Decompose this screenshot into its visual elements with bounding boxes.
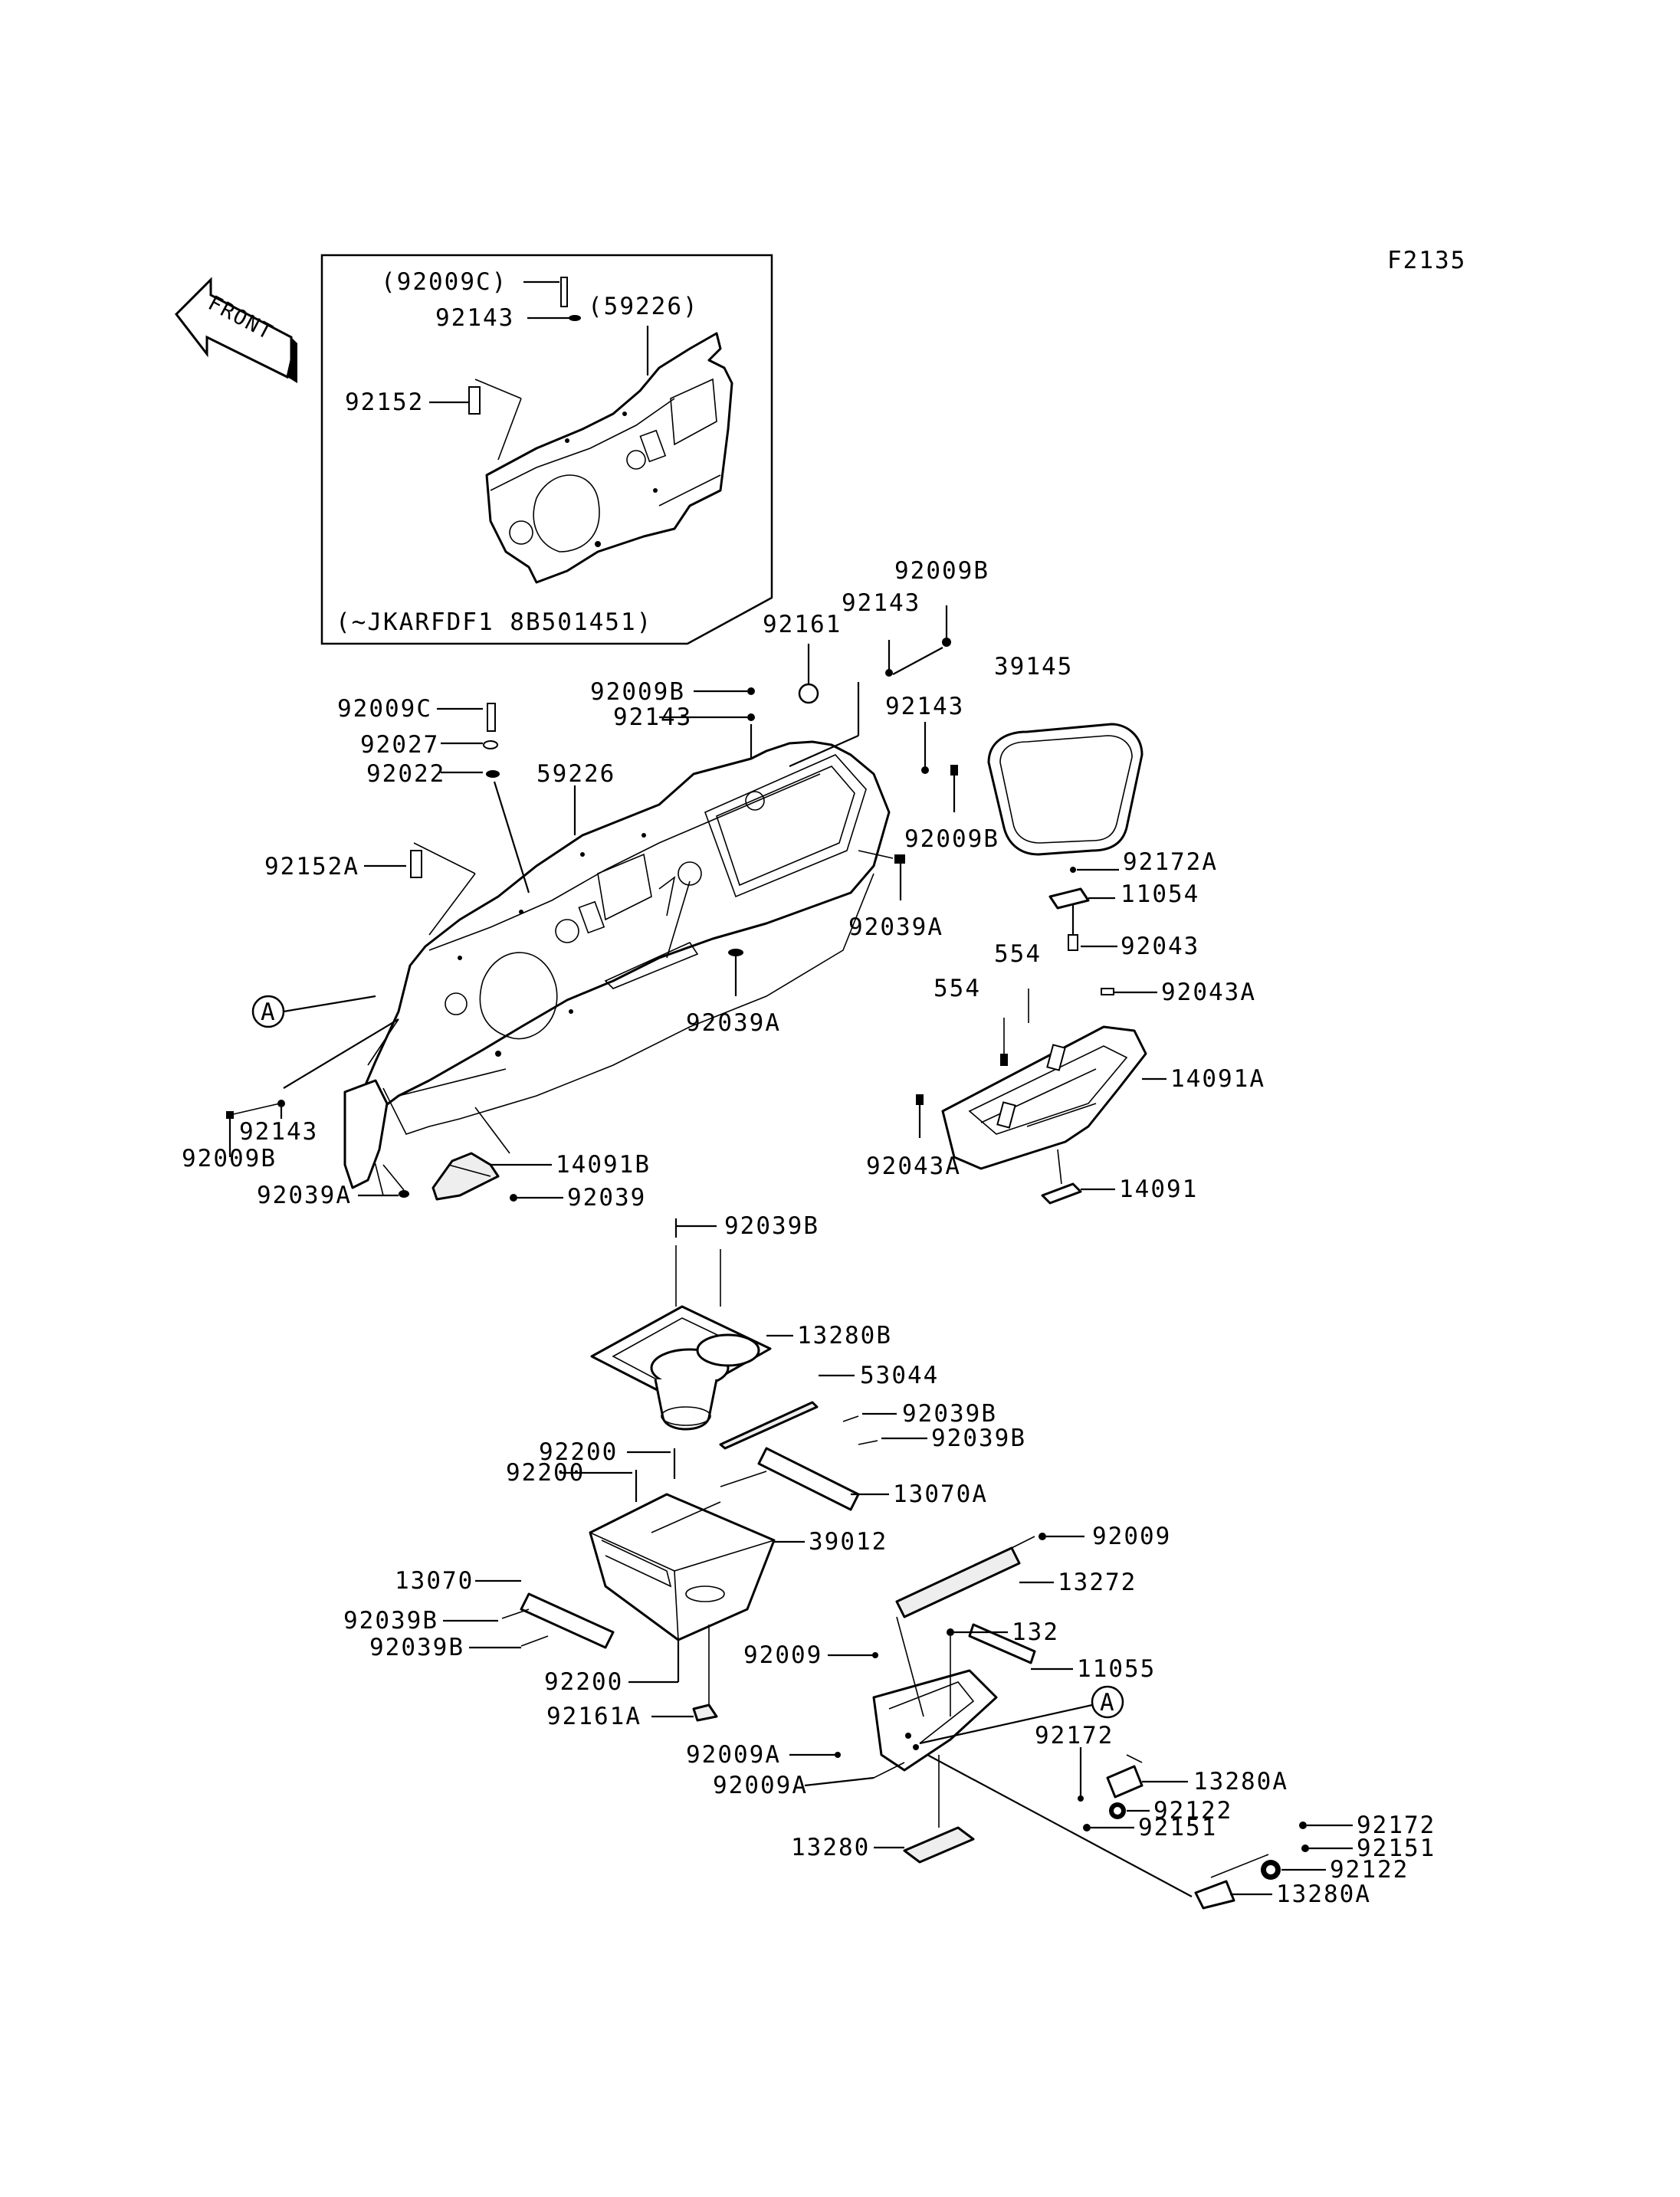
label-92009B: 92009B: [894, 557, 989, 585]
cup-holder: [590, 1305, 772, 1431]
label-92043A: 92043A: [866, 1153, 961, 1180]
label-11054: 11054: [1121, 880, 1199, 908]
label-39012: 39012: [809, 1528, 888, 1556]
inset-note: (~JKARFDF1 8B501451): [336, 608, 652, 636]
label-92161A: 92161A: [546, 1703, 641, 1730]
gasket-39145: [987, 723, 1144, 856]
lower-bracket: [872, 1623, 1036, 1772]
label-92039B: 92039B: [343, 1607, 438, 1635]
label-92009B: 92009B: [182, 1145, 277, 1172]
label-554: 554: [994, 940, 1042, 968]
label-554: 554: [934, 975, 981, 1002]
label-92200: 92200: [544, 1668, 623, 1696]
label-92043A: 92043A: [1161, 979, 1256, 1006]
label-92161: 92161: [763, 611, 842, 638]
label-92039B: 92039B: [724, 1212, 819, 1240]
label-92009A: 92009A: [686, 1741, 781, 1769]
label-92039A: 92039A: [686, 1009, 781, 1037]
label-13070: 13070: [395, 1567, 474, 1595]
label-92152: 92152: [345, 389, 424, 416]
label-13280B: 13280B: [797, 1322, 892, 1349]
callout-a-lower: A: [1091, 1685, 1124, 1719]
label-92039B: 92039B: [931, 1425, 1026, 1452]
label-92039B: 92039B: [902, 1400, 997, 1428]
part-labels: 92009B 92143 92161 39145 92009B 92143 92…: [182, 557, 1436, 1908]
label-92122: 92122: [1330, 1856, 1409, 1884]
label-92200: 92200: [506, 1459, 585, 1487]
inset-box: (~JKARFDF1 8B501451): [320, 254, 773, 645]
label-92122: 92122: [1153, 1797, 1232, 1825]
label-13280A: 13280A: [1193, 1768, 1288, 1795]
label-13280: 13280: [791, 1834, 870, 1861]
label-92039A: 92039A: [257, 1182, 352, 1209]
label-92039A: 92039A: [848, 913, 943, 941]
svg-text:A: A: [1100, 1689, 1116, 1717]
label-92151: 92151: [1138, 1814, 1217, 1841]
label-13280A: 13280A: [1276, 1881, 1371, 1908]
label-92143: 92143: [613, 703, 692, 731]
label-11055: 11055: [1077, 1655, 1156, 1683]
front-arrow-icon: FRONT: [175, 277, 297, 383]
label-39145: 39145: [994, 653, 1073, 680]
label-132: 132: [1012, 1618, 1059, 1646]
label-92143: 92143: [842, 589, 920, 617]
label-92022: 92022: [366, 760, 445, 788]
label-92151: 92151: [1357, 1835, 1436, 1862]
label-92027: 92027: [360, 731, 439, 759]
storage-tray: [589, 1493, 776, 1641]
label-92143: 92143: [239, 1118, 318, 1146]
svg-text:A: A: [261, 998, 277, 1026]
label-92009B: 92009B: [590, 678, 685, 706]
label-92143-inset: 92143: [435, 304, 514, 332]
label-92039B: 92039B: [369, 1634, 464, 1661]
label-92009: 92009: [1092, 1523, 1171, 1550]
label-13272: 13272: [1058, 1569, 1137, 1596]
label-14091A: 14091A: [1170, 1065, 1265, 1093]
glovebox-lid: [941, 1025, 1147, 1170]
label-92009: 92009: [743, 1641, 822, 1669]
label-92172: 92172: [1357, 1812, 1436, 1839]
label-92009B: 92009B: [904, 825, 999, 853]
label-92172: 92172: [1035, 1722, 1114, 1749]
label-14091: 14091: [1119, 1176, 1198, 1203]
label-92039: 92039: [567, 1184, 646, 1212]
label-92172A: 92172A: [1123, 848, 1218, 876]
leader-lines-lower: [443, 1218, 1353, 1897]
label-92152A: 92152A: [264, 853, 359, 880]
label-92043: 92043: [1121, 933, 1199, 960]
label-59226-paren: (59226): [588, 293, 699, 320]
label-53044: 53044: [860, 1362, 939, 1389]
callout-a-upper: A: [251, 995, 285, 1028]
label-92009C: 92009C: [337, 695, 432, 723]
label-92009C-paren: (92009C): [381, 268, 507, 296]
leader-lines: [226, 605, 1166, 1202]
label-14091B: 14091B: [556, 1151, 651, 1179]
label-59226: 59226: [536, 760, 615, 788]
dash-panel-main: [351, 740, 891, 1196]
label-92200: 92200: [539, 1438, 618, 1466]
figure-code: F2135: [1387, 247, 1466, 274]
label-13070A: 13070A: [893, 1481, 988, 1508]
label-92009A: 92009A: [713, 1772, 808, 1799]
label-92143: 92143: [885, 693, 964, 720]
